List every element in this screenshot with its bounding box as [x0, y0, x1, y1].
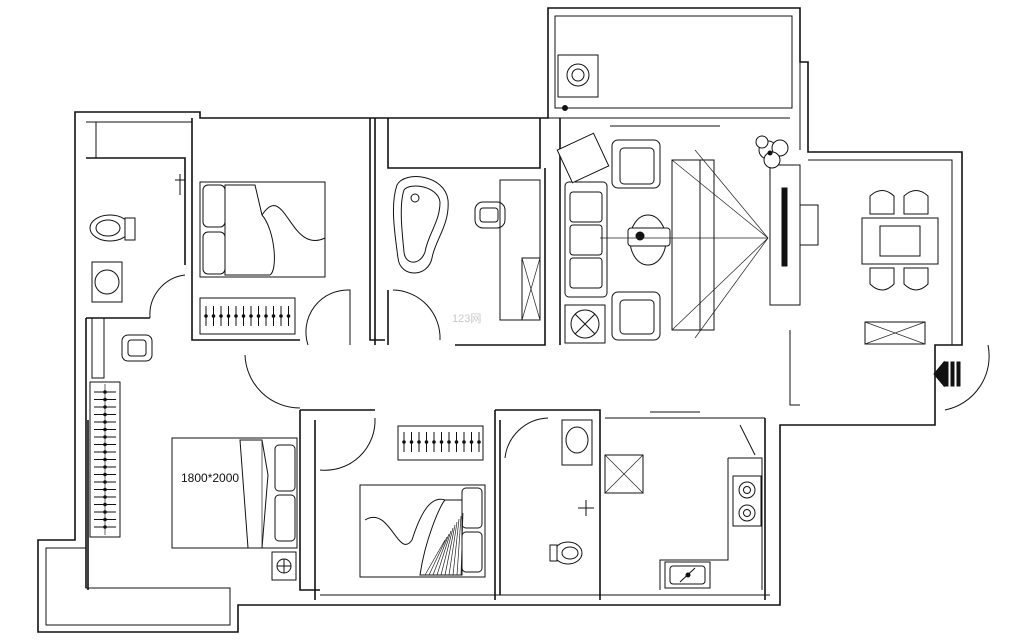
toilet-icon: [89, 214, 136, 242]
living-sofa: [564, 139, 661, 341]
shower-tray: [604, 454, 644, 494]
side-table-top: [556, 132, 610, 184]
double-bed-bottom-left: 1800*2000: [171, 437, 298, 549]
plant-icon: [755, 135, 789, 169]
wardrobe-left: [89, 317, 121, 538]
walls: [37, 7, 963, 633]
chair-icon: [121, 334, 153, 362]
double-bed-bottom-middle: [359, 484, 486, 578]
washing-machine-icon: [557, 54, 599, 111]
watermark: 123网: [452, 313, 481, 325]
kitchen-sink-icon: [664, 561, 711, 589]
nightstand-left: [271, 551, 297, 581]
toilet-icon: [549, 541, 583, 565]
dining-table: [861, 190, 939, 291]
bed-size-label: 1800*2000: [181, 471, 239, 485]
doors: [149, 274, 990, 471]
bathtub-icon: [392, 176, 449, 274]
study-shelf: [499, 179, 541, 321]
tv-icon: [781, 187, 788, 267]
carpet: [600, 149, 769, 339]
shower-mark: [175, 174, 185, 195]
kitchen-counter: [659, 457, 763, 590]
shower-mark: [578, 500, 594, 516]
gas-stove-icon: [732, 475, 762, 527]
washbasin-icon: [91, 261, 123, 303]
washbasin-icon: [561, 419, 593, 466]
entrance-stairs-icon: [933, 360, 961, 388]
side-table-bottom: [564, 304, 606, 344]
tv-cabinet: [769, 164, 819, 306]
dining-cabinet: [864, 321, 926, 345]
double-bed-top: [199, 181, 326, 278]
desk-chair: [474, 201, 506, 229]
wardrobe-bottom: [397, 425, 484, 461]
coffee-table: [627, 214, 671, 266]
wardrobe-top: [199, 297, 296, 335]
